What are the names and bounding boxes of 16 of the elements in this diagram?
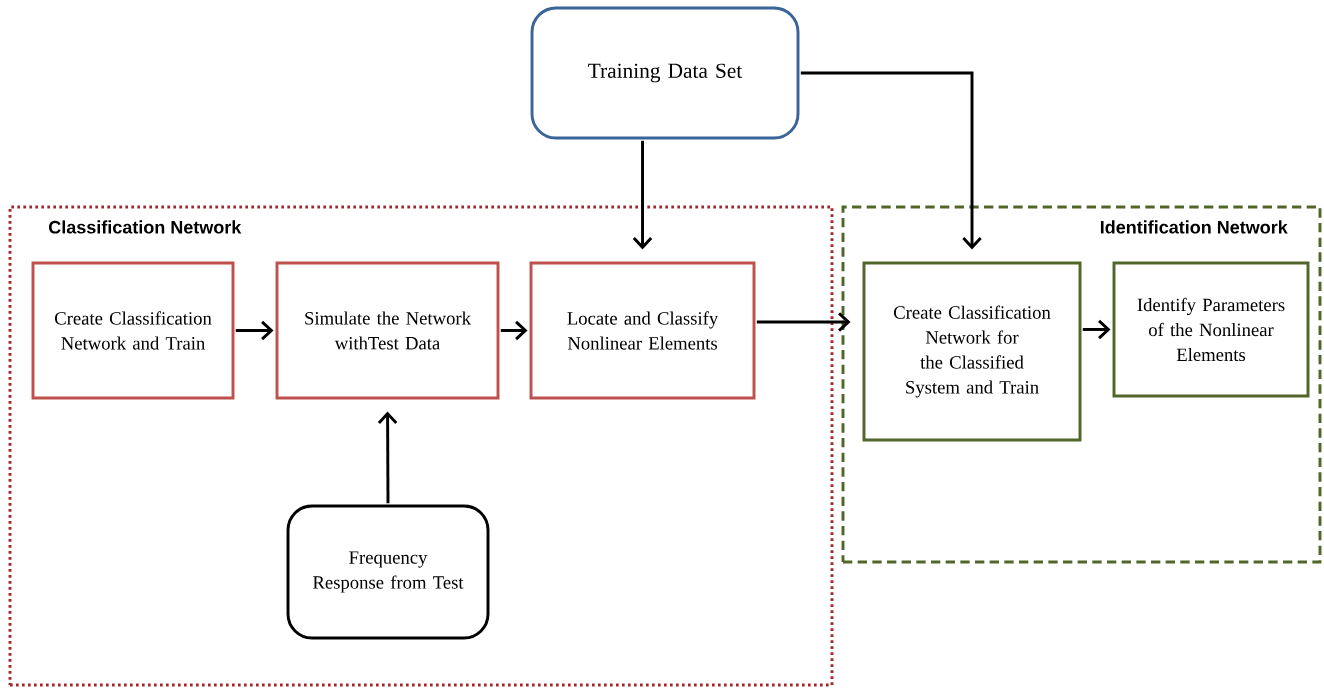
arrow [632, 140, 653, 250]
process-box: Create Classification Network for the Classified System and Train [862, 261, 1082, 442]
process-box: Simulate the Network withTest Data [275, 261, 500, 400]
process-box: Identify Parameters of the Nonlinear Elements [1112, 261, 1310, 398]
arrow [235, 320, 274, 341]
arrow [756, 312, 851, 332]
arrow [800, 71, 982, 250]
group-heading: Identification Network [1100, 220, 1288, 234]
process-box: Create Classification Network and Train [31, 261, 235, 400]
arrow [377, 411, 398, 504]
rounded-box: Training Data Set [530, 6, 800, 140]
group-heading: Classification Network [49, 220, 242, 234]
process-box: Locate and Classify Nonlinear Elements [529, 261, 756, 400]
rounded-box: Frequency Response from Test [286, 504, 490, 640]
arrow [500, 320, 528, 341]
arrow [1082, 319, 1111, 340]
